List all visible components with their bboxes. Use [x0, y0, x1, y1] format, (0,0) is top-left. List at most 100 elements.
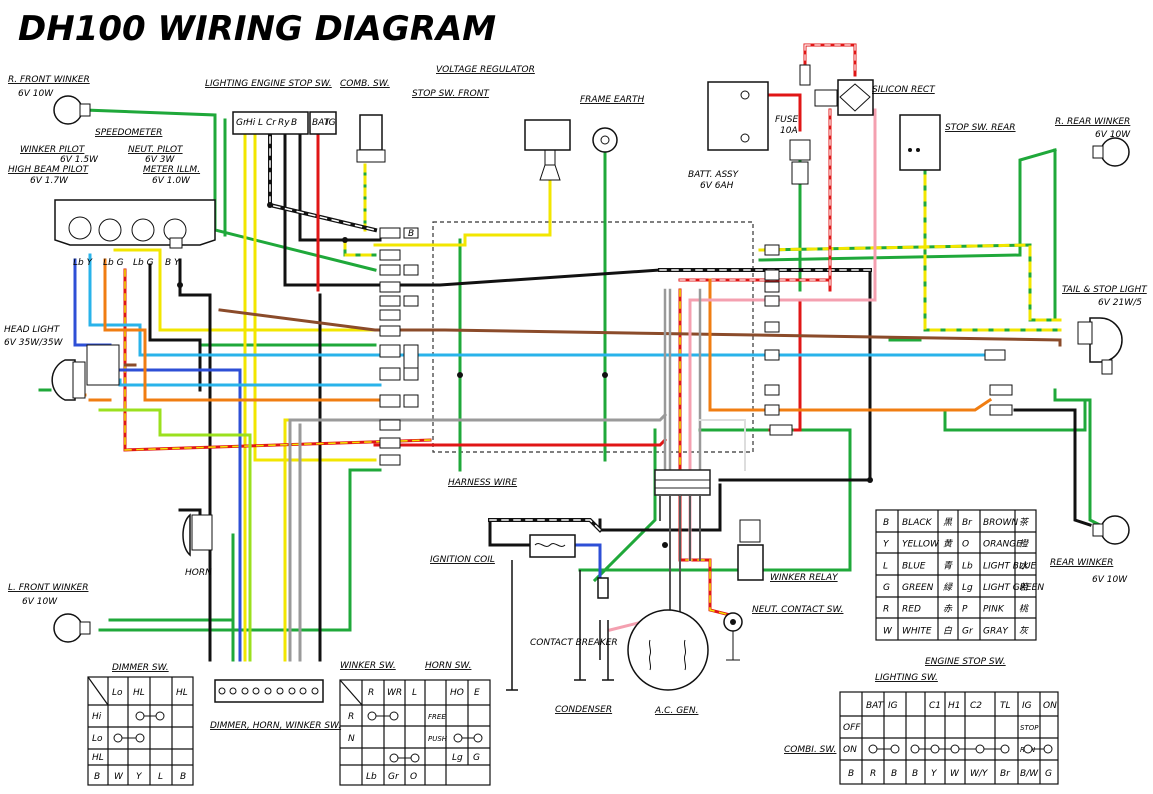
color-kanji2-4: 桃	[1019, 604, 1030, 615]
combi-color-w: W	[950, 769, 960, 779]
head-light-spec: 6V 35W/35W	[4, 338, 64, 348]
batt-assy-label: BATT. ASSY	[688, 170, 740, 180]
winker-hdr-wr: WR	[387, 688, 402, 698]
high-beam-pilot-label: HIGH BEAM PILOT	[8, 165, 90, 175]
tail-stop-spec: 6V 21W/5	[1098, 298, 1142, 308]
neut-contact-switch	[723, 612, 743, 661]
rear-winker	[1092, 515, 1130, 545]
r-rear-winker	[1092, 137, 1130, 167]
ignition-coil-label: IGNITION COIL	[430, 555, 495, 565]
rear-winker-spec: 6V 10W	[1092, 575, 1128, 585]
winker-pilot-spec: 6V 1.5W	[60, 155, 99, 165]
fuse	[789, 139, 811, 185]
dimmer-sw-table-title: DIMMER SW.	[112, 663, 169, 673]
color-name-5: WHITE	[902, 626, 932, 636]
winker-hdr-l: L	[412, 688, 417, 698]
combi-hdr-c2: C2	[970, 701, 982, 711]
winker-color-gr: Gr	[388, 772, 400, 782]
speedo-terminal-4: B Y	[165, 258, 181, 268]
color-name-2: BLUE	[902, 561, 926, 571]
ac-generator	[627, 609, 709, 691]
color-name-4: RED	[902, 605, 921, 615]
color-kanji-4: 赤	[943, 604, 953, 615]
head-light-label: HEAD LIGHT	[4, 325, 61, 335]
dimmer-row-hi: Hi	[92, 712, 102, 722]
winker-relay-label: WINKER RELAY	[770, 573, 839, 583]
combi-color-b3: B	[912, 769, 918, 779]
color-kanji-0: 黒	[943, 517, 953, 528]
horn-sw-table-title: HORN SW.	[425, 661, 471, 671]
high-beam-pilot-spec: 6V 1.7W	[30, 176, 69, 186]
color-kanji2-5: 灰	[1019, 625, 1029, 636]
color-name2-1: ORANGE	[983, 540, 1022, 550]
speedo-terminal-1: Lb Y	[73, 258, 94, 268]
color-kanji2-1: 橙	[1019, 539, 1030, 550]
dimmer-hdr-hl1: HL	[133, 688, 145, 698]
winker-sw-table-title: WINKER SW.	[340, 661, 396, 671]
dimmer-switch-table	[87, 676, 194, 786]
r-rear-winker-label: R. REAR WINKER	[1055, 117, 1130, 127]
speedometer-label: SPEEDOMETER	[95, 128, 162, 138]
winker-relay	[737, 519, 764, 581]
diagram-title: DH100 WIRING DIAGRAM	[18, 9, 496, 49]
speedo-terminal-3: Lb G	[133, 258, 154, 268]
color-code2-5: Gr	[962, 626, 974, 636]
frame-earth-label: FRAME EARTH	[580, 95, 644, 105]
dimmer-color-5: B	[180, 772, 186, 782]
combi-color-b1: B	[848, 769, 854, 779]
r-rear-winker-spec: 6V 10W	[1095, 130, 1131, 140]
color-kanji-2: 青	[943, 560, 953, 571]
speedo-terminal-2: Lb G	[103, 258, 124, 268]
comb-sw-label: COMB. SW.	[340, 79, 390, 89]
color-code2-1: O	[962, 540, 969, 550]
horn-color-lg: Lg	[452, 753, 463, 763]
color-code-1: Y	[883, 540, 890, 550]
harness-connectors-left	[379, 227, 419, 466]
lsw-term-gr: Gr	[236, 118, 248, 128]
winker-color-o: O	[410, 772, 417, 782]
combi-hdr-ig2: IG	[1022, 701, 1032, 711]
contact-breaker	[506, 560, 614, 691]
dimmer-horn-winker-sw-label: DIMMER, HORN, WINKER SW.	[210, 721, 341, 731]
neut-contact-sw-label: NEUT. CONTACT SW.	[752, 605, 843, 615]
horn-row-free: FREE	[428, 713, 446, 721]
frame-earth	[592, 127, 618, 153]
silicon-rect-label: SILICON RECT	[872, 85, 936, 95]
combi-color-bw: B/W	[1020, 769, 1039, 779]
color-name2-5: GRAY	[983, 626, 1009, 636]
silicon-rectifier	[799, 64, 874, 116]
neut-pilot-spec: 6V 3W	[145, 155, 175, 165]
voltage-regulator	[524, 119, 571, 181]
color-code-3: G	[883, 583, 890, 593]
batt-spec-label: 6V 6AH	[700, 181, 734, 191]
combi-hdr-bat: BAT	[866, 701, 885, 711]
color-kanji-1: 黄	[943, 539, 953, 550]
combi-hdr-on: ON	[1043, 701, 1057, 711]
condenser-label: CONDENSER	[555, 705, 612, 715]
neut-pilot-label: NEUT. PILOT	[128, 145, 184, 155]
dimmer-row-lo: Lo	[92, 734, 103, 744]
combi-hdr-c1: C1	[929, 701, 941, 711]
color-kanji2-0: 茶	[1019, 517, 1030, 528]
contact-breaker-label: CONTACT BREAKER	[530, 638, 618, 648]
horn-hdr-ho: HO	[450, 688, 464, 698]
battery	[707, 81, 769, 151]
tail-stop-light	[1077, 317, 1123, 375]
dimmer-color-2: W	[114, 772, 124, 782]
color-kanji-5: 白	[943, 625, 953, 636]
combi-color-b2: B	[891, 769, 897, 779]
meter-illum-label: METER ILLM.	[143, 165, 200, 175]
lsw-term-l: L	[258, 118, 263, 128]
ac-gen-label: A.C. GEN.	[654, 706, 698, 716]
horn-row-push: PUSH	[428, 735, 448, 743]
dimmer-color-3: Y	[136, 772, 143, 782]
meter-illum-spec: 6V 1.0W	[152, 176, 191, 186]
color-kanji2-2: 水	[1019, 560, 1029, 571]
combi-color-g: G	[1045, 769, 1052, 779]
r-front-winker-label: R. FRONT WINKER	[8, 75, 90, 85]
winker-color-lb: Lb	[366, 772, 377, 782]
ignition-coil	[529, 534, 576, 558]
color-code2-0: Br	[962, 518, 973, 528]
horn-color-g: G	[473, 753, 480, 763]
color-name2-2: LIGHT BLUE	[983, 561, 1037, 571]
